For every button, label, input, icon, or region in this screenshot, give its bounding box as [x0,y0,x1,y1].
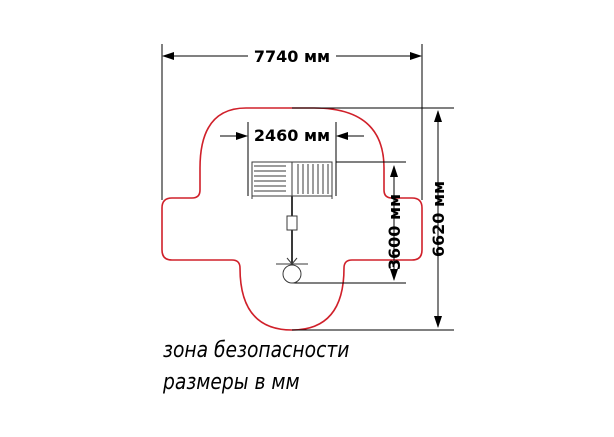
total-width-label: 7740 мм [254,47,330,66]
swing-equipment [276,196,308,284]
total-depth-label: 6620 мм [429,181,448,257]
safety-zone-caption: зона безопасности [163,338,350,363]
platform-equipment [251,161,333,199]
platform-width-label: 2460 мм [254,126,330,145]
swing-depth-label: 3600 мм [385,194,404,270]
units-caption: размеры в мм [163,370,300,395]
